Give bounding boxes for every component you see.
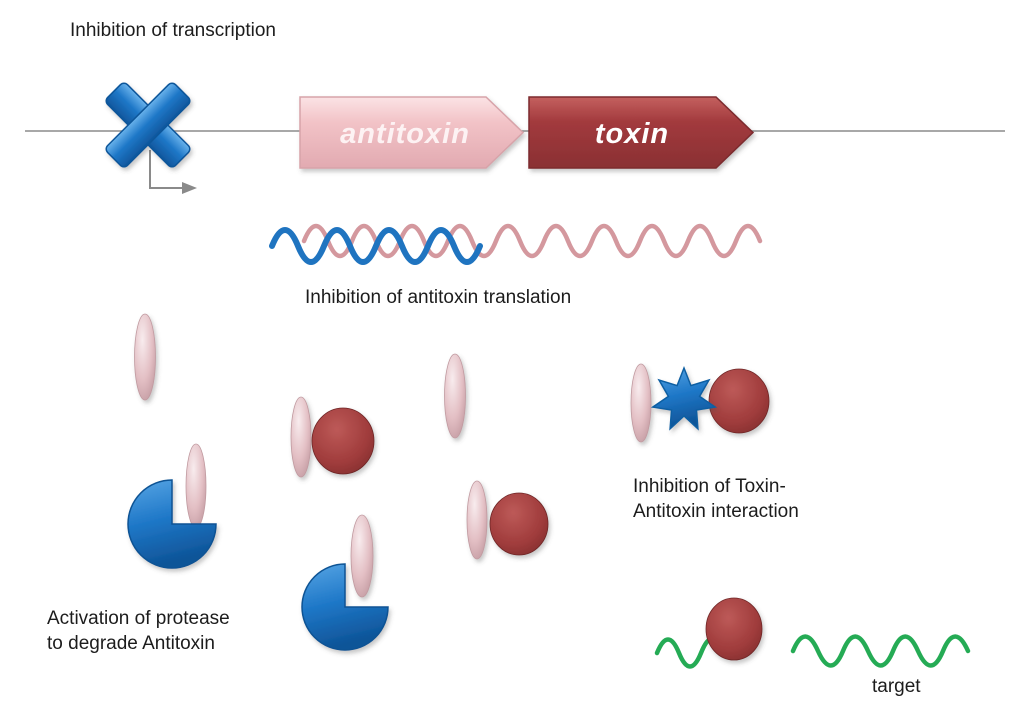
toxin-protein-icon [311,407,375,475]
antitoxin-gene-label: antitoxin [340,118,470,150]
label-line-2: to degrade Antitoxin [47,633,215,654]
target-rna-wave-icon [790,634,971,668]
protease-pacman-icon [127,479,217,569]
toxin-protein-icon [705,597,763,661]
label-line-1: Inhibition of Toxin- [633,476,786,497]
toxin-protein-icon [489,492,549,556]
label-line-1: Activation of protease [47,608,230,629]
antisense-rna-wave-icon [269,227,483,265]
label-inhibition-of-transcription: Inhibition of transcription [70,20,276,41]
antitoxin-protein-icon [466,480,488,560]
inhibitor-star-icon [650,365,718,431]
label-protease-activation: Activation of protease to degrade Antito… [47,606,230,656]
antitoxin-protein-icon [350,514,374,598]
protease-pacman-icon [301,563,389,651]
toxin-gene-label: toxin [595,118,669,150]
antitoxin-protein-icon [185,443,207,529]
antitoxin-protein-icon [630,363,652,443]
toxin-gene-arrow: toxin [528,96,755,169]
antitoxin-protein-icon [290,396,312,478]
promoter-arrow-icon [149,150,197,194]
label-target: target [872,676,921,697]
toxin-protein-icon [708,368,770,434]
transcription-block-x-icon [105,82,191,168]
antitoxin-protein-icon [444,353,466,439]
antitoxin-gene-arrow: antitoxin [299,96,525,169]
label-line-2: Antitoxin interaction [633,501,799,522]
label-inhibition-of-translation: Inhibition of antitoxin translation [305,287,572,308]
label-inhibition-of-interaction: Inhibition of Toxin- Antitoxin interacti… [633,474,799,524]
antitoxin-protein-icon [134,313,156,401]
